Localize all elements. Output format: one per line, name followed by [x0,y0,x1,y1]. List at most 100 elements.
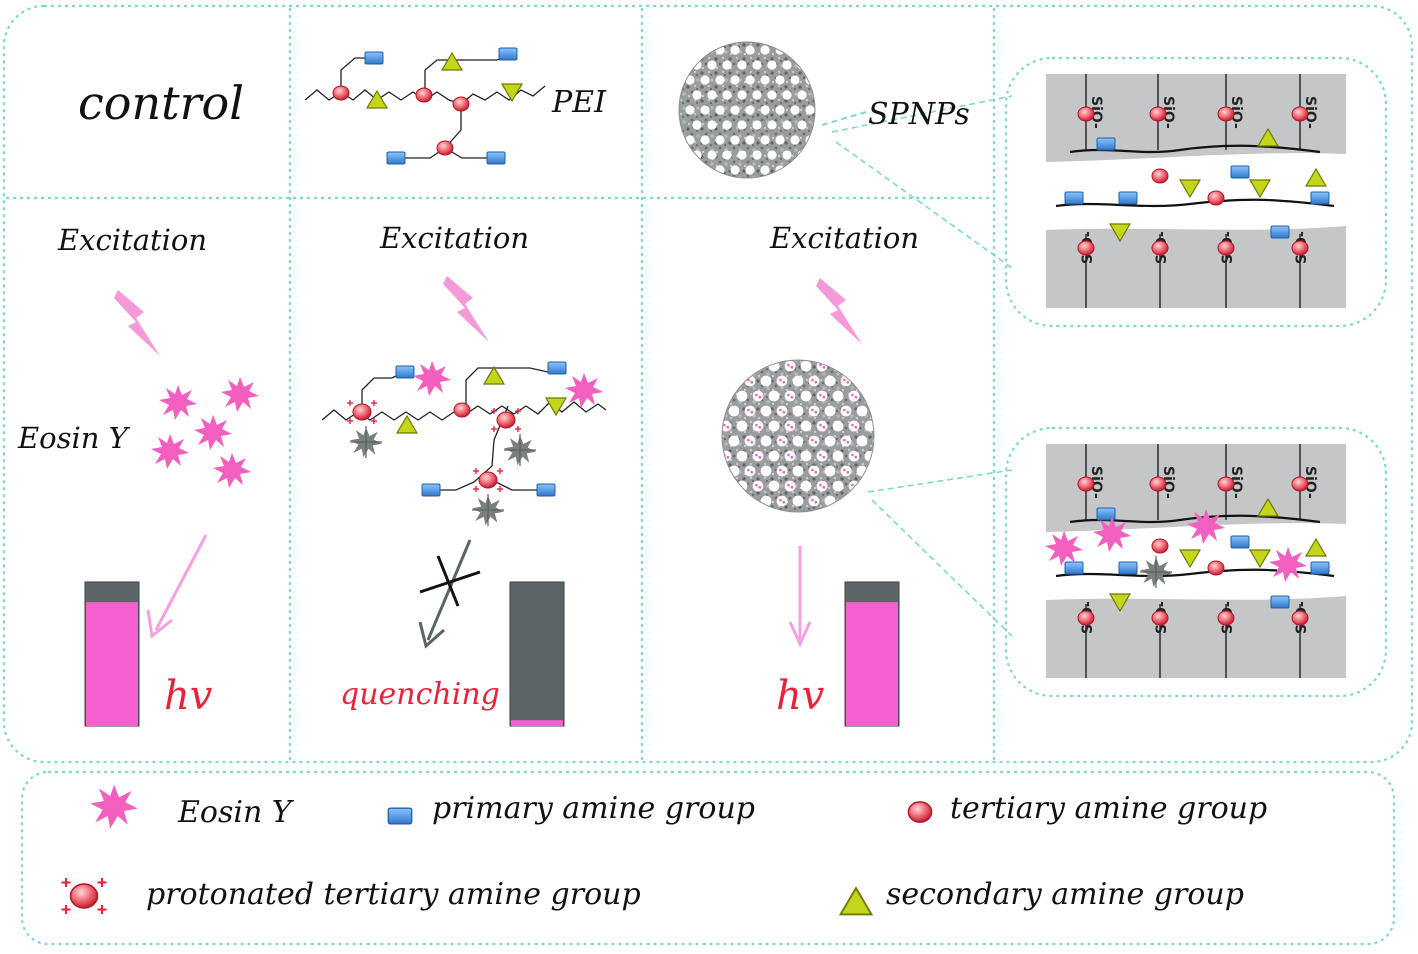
deprotonated-silanol-icon [1151,240,1169,256]
quenching-label: quenching [340,677,500,712]
silanol-label: SiO- [1302,96,1318,129]
vial-control [84,581,140,727]
secondary-amine-triangle-icon [1179,549,1201,568]
emission-arrow [788,546,812,648]
secondary-amine-triangle-icon [1179,179,1201,198]
vial-pei [509,581,565,727]
primary-amine-square-icon [1096,137,1116,151]
eosin-label: Eosin Y [18,421,128,455]
secondary-amine-triangle-icon [441,52,463,71]
eosin-star-icon [1269,547,1307,582]
emission-label-spnps: hv [776,673,825,719]
excitation-label-pei: Excitation [380,221,530,255]
secondary-amine-triangle-icon [1249,179,1271,198]
deprotonated-silanol-icon [1291,106,1309,122]
control-title: control [78,76,244,130]
protonated-amine-icon [346,399,378,425]
primary-amine-square-icon [1270,595,1290,609]
primary-amine-square-icon [536,483,556,497]
silanol-label: SiO- [1302,466,1318,499]
vial-body [509,581,565,727]
deprotonated-silanol-icon [1217,476,1235,492]
legend-tertiary-label: tertiary amine group [950,791,1268,826]
lightning-bolt-icon [114,290,160,356]
deprotonated-silanol-icon [1217,106,1235,122]
pei-quench-groups [346,361,603,526]
primary-amine-square-icon [547,361,567,375]
legend-primary-label: primary amine group [432,791,755,826]
primary-amine-square-icon [386,151,406,165]
legend-protonated-label: protonated tertiary amine group [146,877,641,912]
deprotonated-silanol-icon [1149,476,1167,492]
primary-amine-square-icon [1310,191,1330,205]
vial-fluorescence-fill [846,602,898,726]
pei-groups [332,47,523,165]
deprotonated-silanol-icon [1077,476,1095,492]
vial-fluorescence-fill [511,720,563,726]
tertiary-amine-sphere-icon [415,87,433,103]
silanol-label: SiO- [1228,96,1244,129]
deprotonated-silanol-icon [1291,240,1309,256]
secondary-amine-triangle-icon [839,887,873,916]
lightning-bolt-icon [816,278,862,344]
eosin-star-icon [90,784,138,829]
eosin-cluster [151,377,259,488]
eosin-star-icon [213,453,251,488]
tertiary-amine-sphere-icon [452,96,470,112]
quenched-dye-icon [350,426,382,458]
secondary-amine-triangle-icon [1249,549,1271,568]
vial-fluorescence-fill [86,602,138,726]
secondary-amine-triangle-icon [483,366,505,385]
protonated-amine-icon [490,407,522,433]
eosin-star-icon [413,361,451,396]
protonated-amine-icon [472,467,504,493]
primary-amine-square-icon [364,51,384,65]
emission-label-control: hv [164,673,213,719]
blocked-arrow-icon [418,539,481,649]
primary-amine-square-icon [1118,561,1138,575]
tertiary-amine-sphere-icon [1151,538,1169,554]
legend-secondary-label: secondary amine group [886,877,1244,912]
secondary-amine-triangle-icon [1305,168,1327,187]
eosin-star-icon [194,415,232,450]
quenched-dye-icon [504,434,536,466]
vial-spnps [844,581,900,727]
vials [84,581,900,727]
silanol-label: SiO- [1160,466,1176,499]
pei-label: PEI [552,85,606,120]
spnps-label: SPNPs [868,97,970,132]
eosin-star-icon [565,373,603,408]
emission-arrow [146,534,208,639]
silanol-label: SiO- [1088,96,1104,129]
deprotonated-silanol-icon [1291,610,1309,626]
deprotonated-silanol-icon [1077,610,1095,626]
eosin-star-icon [159,385,197,420]
deprotonated-silanol-icon [1217,610,1235,626]
deprotonated-silanol-icon [1151,610,1169,626]
tertiary-amine-sphere-icon [453,402,471,418]
eosin-star-icon [221,377,259,412]
deprotonated-silanol-icon [1077,240,1095,256]
primary-amine-square-icon [421,483,441,497]
primary-amine-square-icon [395,365,415,379]
quenched-dye-icon [472,494,504,526]
spnp-particle-loaded [722,360,874,512]
quenched-dye-icon [1140,556,1172,588]
eosin-star-icon [1045,531,1083,566]
tertiary-amine-sphere-icon [436,140,454,156]
deprotonated-silanol-icon [1077,106,1095,122]
tertiary-amine-sphere-icon [907,801,933,823]
deprotonated-silanol-icon [1217,240,1235,256]
silica-wall-bottom [1046,226,1346,308]
primary-amine-square-icon [1310,561,1330,575]
tertiary-amine-sphere-icon [1151,168,1169,184]
eosin-star-icon [151,434,189,469]
primary-amine-square-icon [498,47,518,61]
excitation-label-spnps: Excitation [770,221,920,255]
excitation-label-control: Excitation [58,223,208,257]
primary-amine-square-icon [1270,225,1290,239]
primary-amine-square-icon [387,807,413,825]
surface-schematic-loaded: SiO-SiO-SiO-SiO-SiO-SiO-SiO-SiO- [1045,444,1346,678]
silanol-label: SiO- [1228,466,1244,499]
